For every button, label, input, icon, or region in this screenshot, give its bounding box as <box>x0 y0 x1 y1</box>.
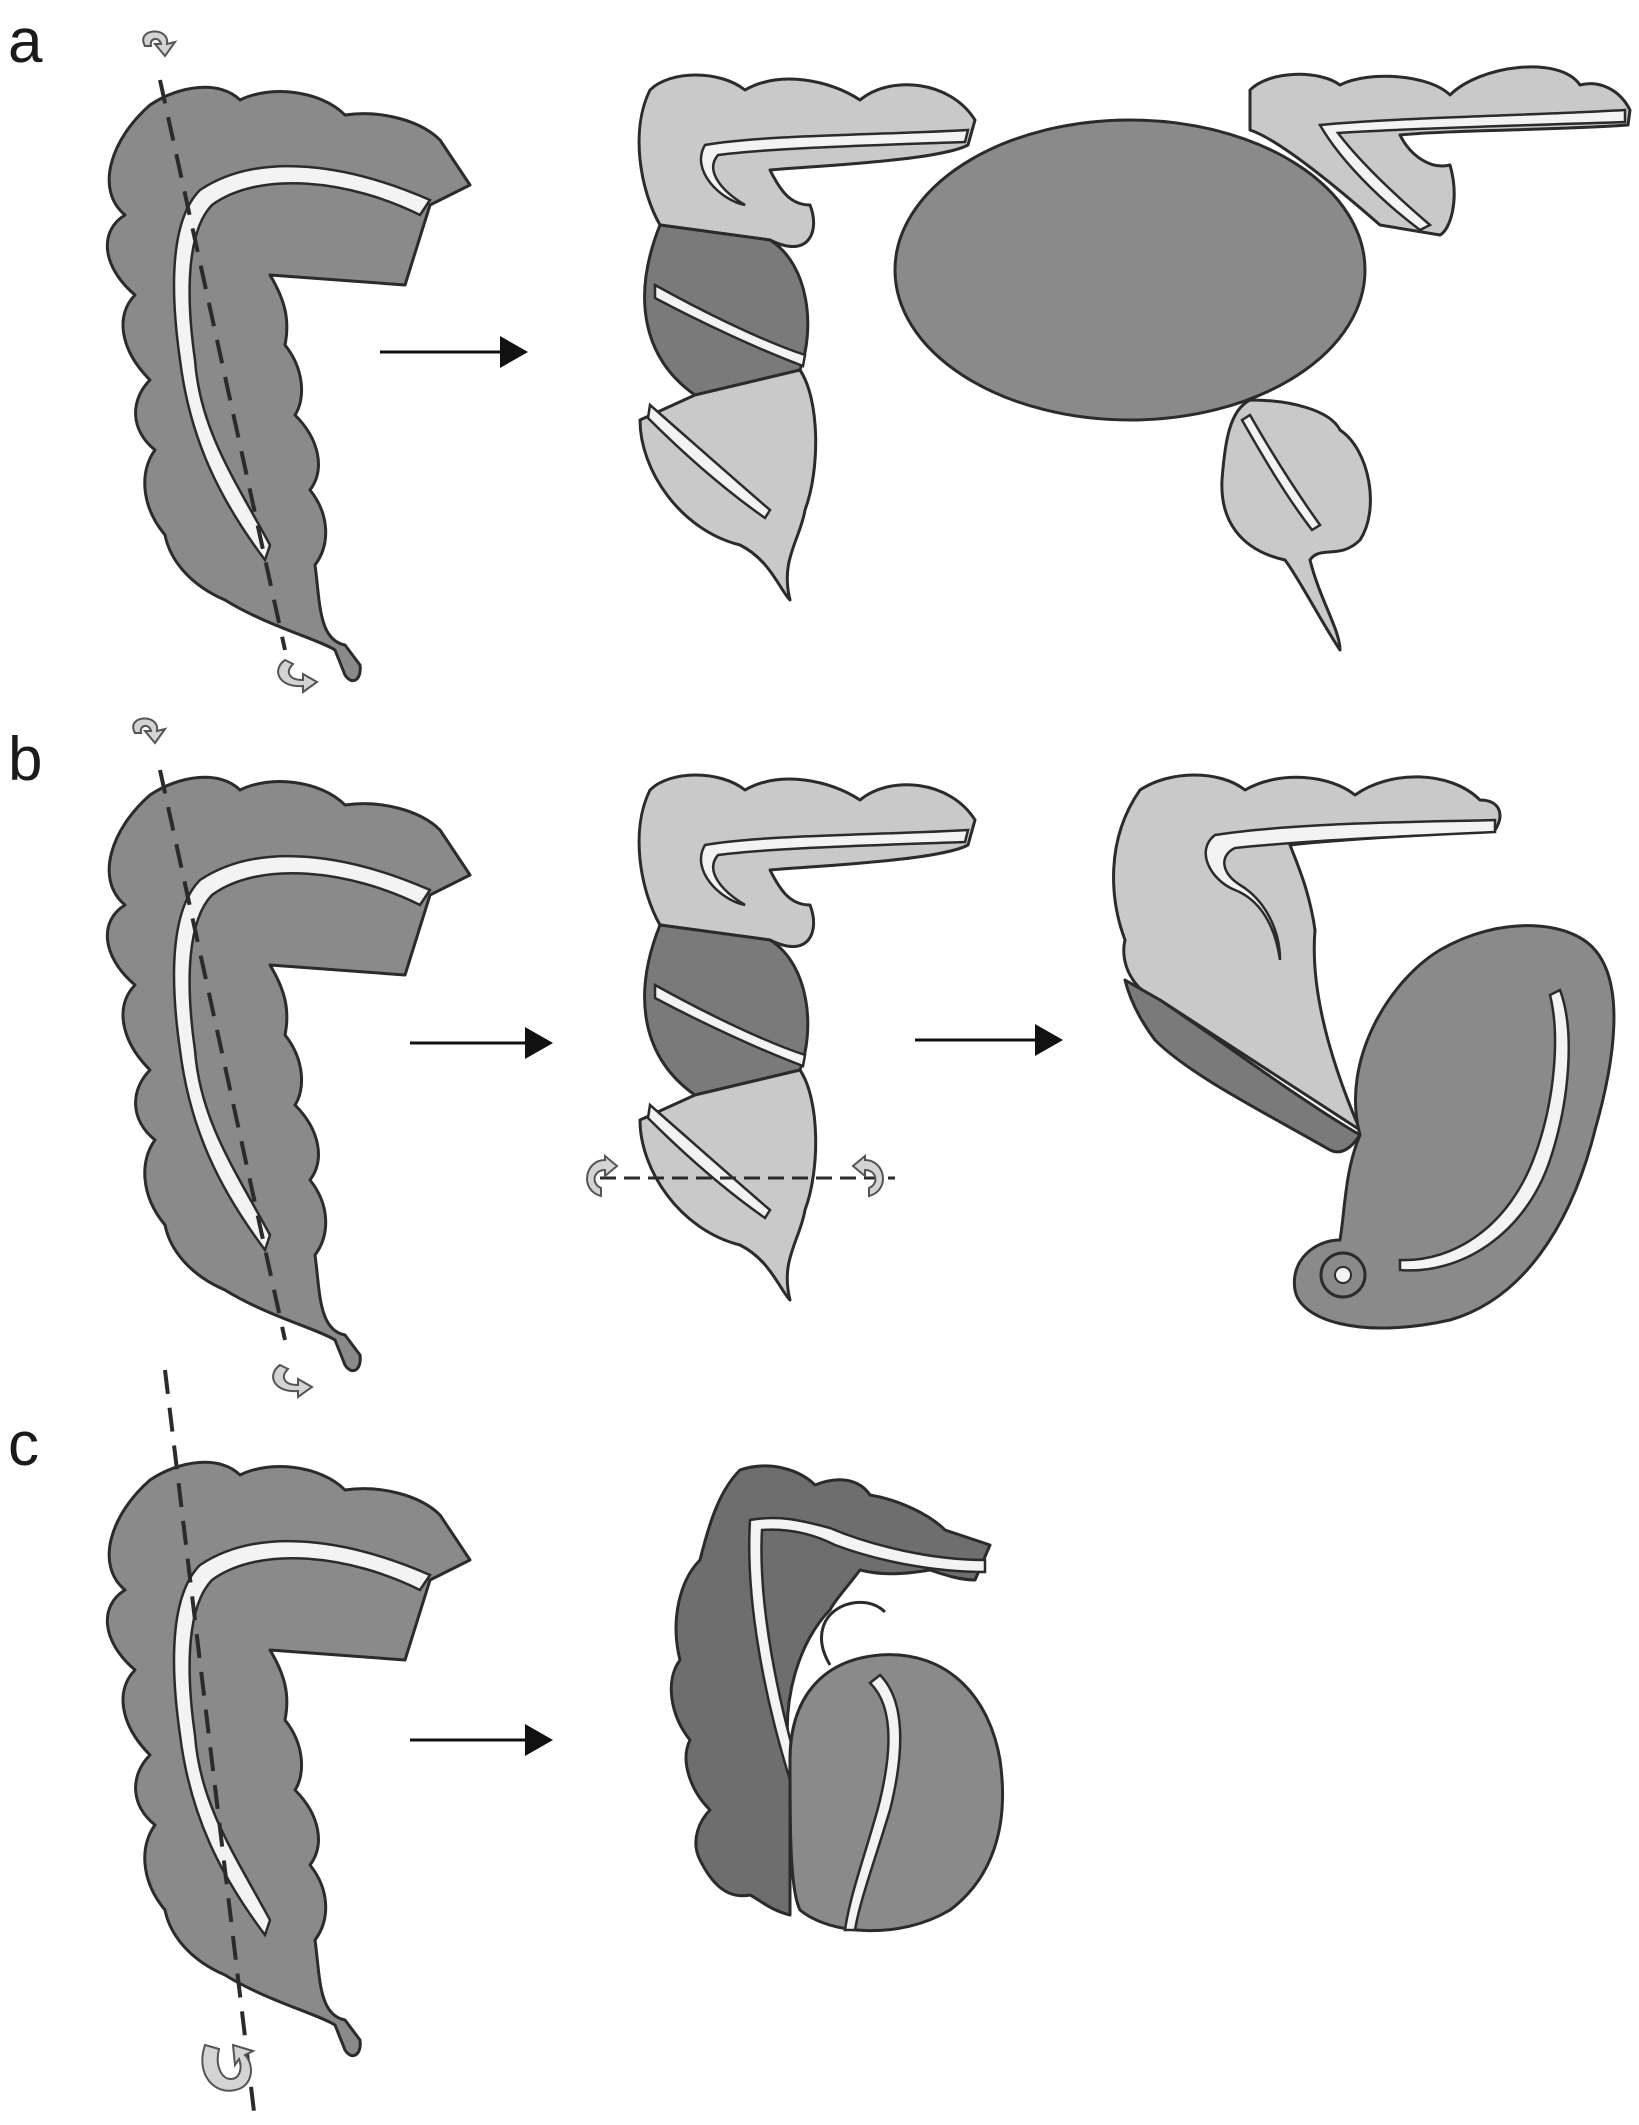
twisted-colon-loop <box>790 1655 1003 1931</box>
panel-c-stage-2 <box>671 1466 1002 1931</box>
process-arrow-icon <box>380 336 528 368</box>
panel-label-b: b <box>8 725 42 794</box>
panel-b <box>107 718 1614 1397</box>
colon-lower-loop <box>1222 400 1371 650</box>
rotation-arrow-icon <box>273 1365 312 1397</box>
colon-stage-1 <box>107 1462 470 2055</box>
panel-c <box>107 1370 1002 2120</box>
process-arrow-icon <box>410 1724 553 1756</box>
distended-colon-segment <box>895 120 1365 420</box>
process-arrow-icon <box>410 1027 553 1059</box>
rotation-arrow-icon <box>133 718 165 743</box>
colon-upper-loop <box>639 775 975 947</box>
colon-twisted-segment <box>645 925 808 1095</box>
panel-a-stage-1 <box>107 31 470 692</box>
panel-b-stage-3 <box>1114 775 1614 1328</box>
panel-a-stage-3 <box>895 67 1630 650</box>
rotation-arrow-icon <box>587 1156 617 1196</box>
process-arrow-icon <box>915 1024 1063 1056</box>
colon-stage-1 <box>107 87 470 680</box>
panel-label-c: c <box>8 1410 39 1479</box>
rotation-arrow-icon <box>853 1156 883 1196</box>
rotation-arrow-icon <box>143 31 175 56</box>
rotation-arrow-icon <box>278 660 317 692</box>
panel-b-stage-2 <box>587 775 975 1300</box>
colon-twisted-segment <box>645 225 808 395</box>
panel-a <box>107 31 1630 692</box>
panel-label-a: a <box>8 7 43 76</box>
panel-c-stage-1 <box>107 1370 470 2120</box>
colon-stage-1 <box>107 777 470 1370</box>
rotation-arrow-icon <box>202 2045 253 2091</box>
colon-lumen-opening <box>1335 1267 1351 1283</box>
panel-b-stage-1 <box>107 718 470 1397</box>
